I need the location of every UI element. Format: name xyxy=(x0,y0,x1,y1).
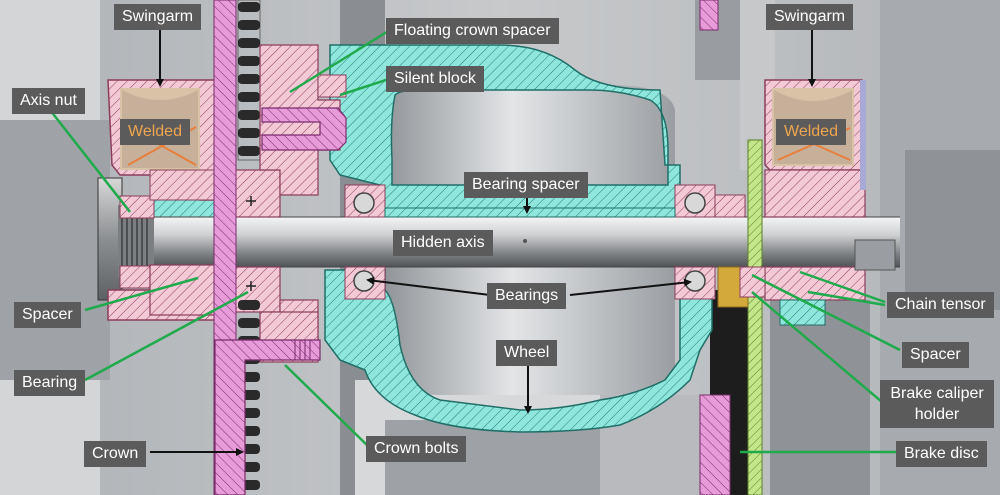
hidden-axis-shaft xyxy=(110,217,900,267)
label-brake-disc: Brake disc xyxy=(896,441,987,467)
leader-chain-tensor-2 xyxy=(807,290,886,307)
label-brake-caliper-holder: Brake caliper holder xyxy=(880,380,994,428)
leader-spacer-right xyxy=(751,273,901,352)
label-silent-block: Silent block xyxy=(386,66,484,92)
label-spacer-right: Spacer xyxy=(902,342,969,368)
leader-silent-block xyxy=(339,76,393,97)
leader-spacer-left xyxy=(84,276,199,312)
label-bearing: Bearing xyxy=(14,370,86,396)
brake-caliper-holder-line2: holder xyxy=(914,406,960,423)
label-hidden-axis: Hidden axis xyxy=(393,230,493,256)
label-spacer-left: Spacer xyxy=(14,302,81,328)
label-swingarm-right: Swingarm xyxy=(766,4,854,30)
label-bearings: Bearings xyxy=(487,283,567,309)
crown-bolts xyxy=(214,339,321,495)
label-floating-crown-spacer: Floating crown spacer xyxy=(386,18,559,44)
leader-crown-bolts xyxy=(284,364,371,449)
brake-caliper-holder-line1: Brake caliper xyxy=(890,385,984,402)
leader-bearings-1 xyxy=(366,276,491,296)
brake-disc xyxy=(747,139,763,495)
leader-axis-nut xyxy=(49,109,131,213)
label-welded-right: Welded xyxy=(776,119,846,145)
leader-chain-tensor-1 xyxy=(799,270,886,304)
label-crown-bolts: Crown bolts xyxy=(366,436,467,462)
leader-floating-crown-spacer xyxy=(289,28,391,94)
label-swingarm-left: Swingarm xyxy=(114,4,202,30)
chain-tensor xyxy=(764,266,866,301)
label-wheel: Wheel xyxy=(496,340,558,366)
silent-block xyxy=(261,107,347,151)
label-welded-left: Welded xyxy=(120,119,190,145)
label-bearing-spacer: Bearing spacer xyxy=(464,172,588,198)
leader-brake-caliper-holder xyxy=(751,291,883,403)
label-crown: Crown xyxy=(84,441,147,467)
label-axis-nut: Axis nut xyxy=(12,88,85,114)
label-chain-tensor: Chain tensor xyxy=(887,292,994,318)
bearing-spacer xyxy=(384,207,676,218)
leader-bearings-2 xyxy=(569,278,692,296)
leader-bearing xyxy=(84,290,249,382)
